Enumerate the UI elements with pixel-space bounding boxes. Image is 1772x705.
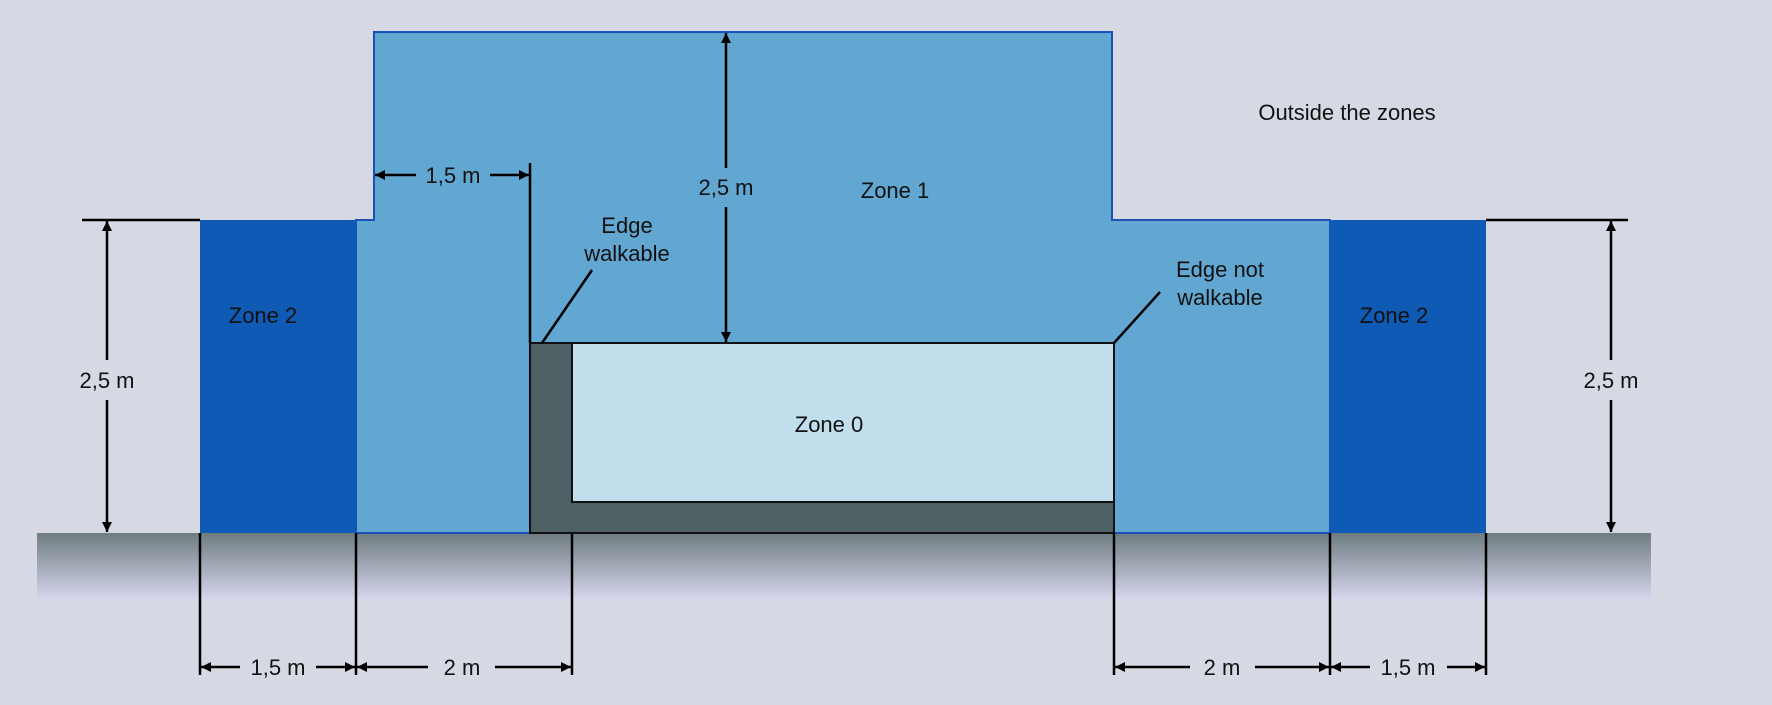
leader-edge-not-walkable [1113,291,1161,344]
dim-right-height-label: 2,5 m [1583,368,1638,393]
ground [37,533,1651,600]
dim-zone1-top-width-label: 1,5 m [425,163,480,188]
zone2-left-region [200,220,356,533]
dim-bottom-zone1-left-label: 2 m [444,655,481,680]
zone1-label: Zone 1 [861,178,930,203]
zone0-label: Zone 0 [795,412,864,437]
edge-walkable-label-line2: walkable [583,241,670,266]
zone2-right-region [1330,220,1486,533]
edge-walkable-label-line1: Edge [601,213,652,238]
leader-edge-walkable [540,269,594,344]
zone2-left-label: Zone 2 [229,303,298,328]
outside-zones-label: Outside the zones [1258,100,1435,125]
edge-not-walkable-label-line1: Edge not [1176,257,1264,282]
zone0-region [571,342,1115,503]
dim-left-height-label: 2,5 m [79,368,134,393]
edge-not-walkable-label-line2: walkable [1176,285,1263,310]
dim-bottom-zone2-left-label: 1,5 m [250,655,305,680]
dim-bottom-zone2-right-label: 1,5 m [1380,655,1435,680]
dim-bottom-zone1-right-label: 2 m [1204,655,1241,680]
dim-zone1-height-label: 2,5 m [698,175,753,200]
dimension-lines [102,33,1616,672]
zone2-right-label: Zone 2 [1360,303,1429,328]
extension-lines [82,163,1628,675]
